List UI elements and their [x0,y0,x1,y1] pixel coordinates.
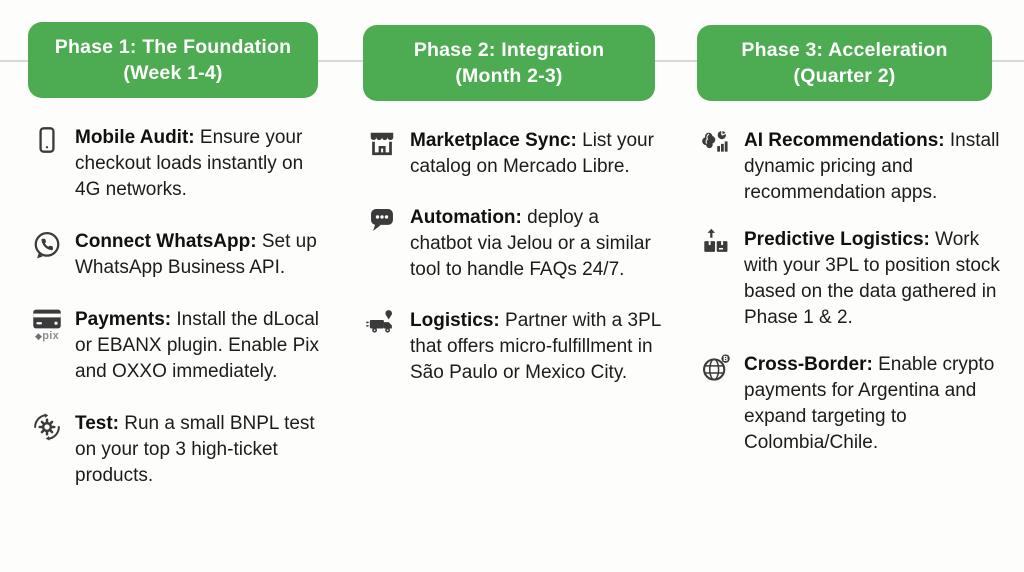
item-body: Work with your 3PL to position stock bas… [744,229,1000,328]
phase2-item-automation: Automation: deploy a chatbot via Jelou o… [363,205,663,283]
phase3-item-predictive-logistics: Predictive Logistics: Work with your 3PL… [697,227,1002,331]
phase3-item-ai-recommendations: AI Recommendations: Install dynamic pric… [697,128,1002,206]
item-label: Marketplace Sync: [410,130,577,151]
item-label: Predictive Logistics: [744,229,930,250]
smartphone-icon [28,125,66,203]
gear-refresh-icon [28,411,66,489]
phase-3-column: Phase 3: Acceleration (Quarter 2) [697,25,1002,477]
phase-1-column: Phase 1: The Foundation (Week 1-4) Mobil… [28,22,324,515]
phase1-item-connect-whatsapp: Connect WhatsApp: Set up WhatsApp Busine… [28,229,324,281]
item-text: Connect WhatsApp: Set up WhatsApp Busine… [75,229,324,281]
phase1-item-payments: ◆pix Payments: Install the dLocal or EBA… [28,307,324,385]
item-body: Ensure your checkout loads instantly on … [75,127,304,200]
item-label: Automation: [410,207,522,228]
item-text: Cross-Border: Enable crypto payments for… [744,352,1002,456]
storefront-icon [363,128,401,180]
item-body: Set up WhatsApp Business API. [75,231,317,278]
item-text: Mobile Audit: Ensure your checkout loads… [75,125,324,203]
phase-2-title: Phase 2: Integration [413,39,605,61]
item-body: Partner with a 3PL that offers micro-ful… [410,310,661,383]
phase-2-subtitle: (Month 2-3) [455,65,563,87]
delivery-truck-pin-icon [363,308,401,386]
pix-wordmark: pix [42,330,60,342]
phase2-item-marketplace-sync: Marketplace Sync: List your catalog on M… [363,128,663,180]
phase-1-subtitle: (Week 1-4) [123,62,223,84]
phase-3-subtitle: (Quarter 2) [793,65,896,87]
item-text: Payments: Install the dLocal or EBANX pl… [75,307,324,385]
whatsapp-icon [28,229,66,281]
item-text: AI Recommendations: Install dynamic pric… [744,128,1002,206]
phase-3-title: Phase 3: Acceleration [741,39,948,61]
phase1-item-mobile-audit: Mobile Audit: Ensure your checkout loads… [28,125,324,203]
item-text: Logistics: Partner with a 3PL that offer… [410,308,663,386]
svg-text:B: B [723,355,728,363]
phase-2-column: Phase 2: Integration (Month 2-3) Marketp… [363,25,663,411]
item-label: Payments: [75,309,172,330]
item-text: Test: Run a small BNPL test on your top … [75,411,324,489]
pix-diamond-icon: ◆ [34,331,43,341]
globe-crypto-icon: B [697,352,735,456]
item-label: Mobile Audit: [75,127,195,148]
phase1-item-test: Test: Run a small BNPL test on your top … [28,411,324,489]
item-text: Predictive Logistics: Work with your 3PL… [744,227,1002,331]
ai-brain-analytics-icon [697,128,735,206]
item-body: Install dynamic pricing and recommendati… [744,130,1000,203]
item-text: Marketplace Sync: List your catalog on M… [410,128,663,180]
item-body: Install the dLocal or EBANX plugin. Enab… [75,309,319,382]
item-text: Automation: deploy a chatbot via Jelou o… [410,205,663,283]
phase2-item-logistics: Logistics: Partner with a 3PL that offer… [363,308,663,386]
item-label: Test: [75,413,119,434]
phase3-item-cross-border: B Cross-Border: Enable crypto payments f… [697,352,1002,456]
item-label: Cross-Border: [744,354,873,375]
item-body: Enable crypto payments for Argentina and… [744,354,995,453]
phase-3-header: Phase 3: Acceleration (Quarter 2) [697,25,992,101]
phase-2-header: Phase 2: Integration (Month 2-3) [363,25,655,101]
pix-logo: ◆pix [35,331,59,342]
item-label: Logistics: [410,310,500,331]
phase-1-title: Phase 1: The Foundation [54,36,292,58]
phase-1-header: Phase 1: The Foundation (Week 1-4) [28,22,318,98]
item-body: deploy a chatbot via Jelou or a similar … [410,207,651,280]
item-label: Connect WhatsApp: [75,231,257,252]
item-body: Run a small BNPL test on your top 3 high… [75,413,315,486]
item-label: AI Recommendations: [744,130,945,151]
item-body: List your catalog on Mercado Libre. [410,130,654,177]
boxes-up-arrow-icon [697,227,735,331]
payment-card-icon: ◆pix [28,307,66,385]
chat-dots-icon [363,205,401,283]
